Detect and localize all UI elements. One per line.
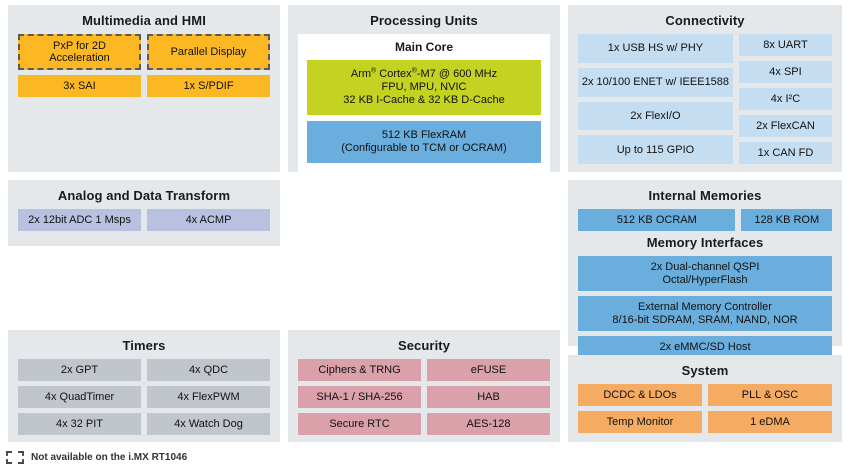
block-acmp[interactable]: 4x ACMP (147, 209, 270, 231)
connectivity-right-column: 8x UART 4x SPI 4x I²C 2x FlexCAN 1x CAN … (738, 34, 832, 164)
panel-title-security: Security (397, 338, 451, 353)
panel-system: System DCDC & LDOs PLL & OSC Temp Monito… (568, 355, 842, 442)
block-hab[interactable]: HAB (427, 386, 550, 408)
block-temp-monitor[interactable]: Temp Monitor (578, 411, 702, 433)
block-row: 3x SAI 1x S/PDIF (18, 75, 270, 97)
connectivity-left-column: 1x USB HS w/ PHY 2x 10/100 ENET w/ IEEE1… (578, 34, 733, 164)
block-dcdc-ldos[interactable]: DCDC & LDOs (578, 384, 702, 406)
panel-title-internal-memories: Internal Memories (648, 188, 762, 203)
panel-analog-and-data-transform: Analog and Data Transform 2x 12bit ADC 1… (8, 180, 280, 246)
panel-title-processing-units: Processing Units (370, 13, 478, 28)
block-qdc[interactable]: 4x QDC (147, 359, 270, 381)
panel-processing-units: Processing Units Main Core Arm® Cortex®-… (288, 5, 560, 172)
block-row: Ciphers & TRNG eFUSE (298, 359, 550, 381)
qspi-line-2: Octal/HyperFlash (662, 273, 748, 286)
block-qspi[interactable]: 2x Dual-channel QSPI Octal/HyperFlash (578, 256, 832, 291)
panel-timers: Timers 2x GPT 4x QDC 4x QuadTimer 4x Fle… (8, 330, 280, 442)
block-aes-128[interactable]: AES-128 (427, 413, 550, 435)
block-parallel-display[interactable]: Parallel Display (147, 34, 270, 70)
block-pxp-2d-acceleration[interactable]: PxP for 2D Acceleration (18, 34, 141, 70)
main-core-card: Main Core Arm® Cortex®-M7 @ 600 MHz FPU,… (298, 34, 550, 172)
block-gpio[interactable]: Up to 115 GPIO (578, 135, 733, 164)
block-flexram[interactable]: 512 KB FlexRAM (Configurable to TCM or O… (307, 121, 541, 163)
block-ocram[interactable]: 512 KB OCRAM (578, 209, 736, 231)
block-quadtimer[interactable]: 4x QuadTimer (18, 386, 141, 408)
block-flexio[interactable]: 2x FlexI/O (578, 101, 733, 131)
block-row: PxP for 2D Acceleration Parallel Display (18, 34, 270, 70)
block-row: Temp Monitor 1 eDMA (578, 411, 832, 433)
block-row: 2x 12bit ADC 1 Msps 4x ACMP (18, 209, 270, 231)
block-gpt[interactable]: 2x GPT (18, 359, 141, 381)
panel-title-system: System (681, 363, 729, 378)
block-watch-dog[interactable]: 4x Watch Dog (147, 413, 270, 435)
block-efuse[interactable]: eFUSE (427, 359, 550, 381)
panel-title-memory-interfaces: Memory Interfaces (646, 235, 764, 250)
block-row: Secure RTC AES-128 (298, 413, 550, 435)
panel-security: Security Ciphers & TRNG eFUSE SHA-1 / SH… (288, 330, 560, 442)
emc-line-1: External Memory Controller (638, 301, 772, 313)
block-i2c[interactable]: 4x I²C (738, 88, 832, 110)
block-pit[interactable]: 4x 32 PIT (18, 413, 141, 435)
block-spi[interactable]: 4x SPI (738, 61, 832, 83)
panel-title-analog: Analog and Data Transform (57, 188, 231, 203)
block-secure-rtc[interactable]: Secure RTC (298, 413, 421, 435)
block-sha[interactable]: SHA-1 / SHA-256 (298, 386, 421, 408)
block-adc[interactable]: 2x 12bit ADC 1 Msps (18, 209, 141, 231)
block-emmc-sd-host[interactable]: 2x eMMC/SD Host (578, 336, 832, 358)
panel-multimedia-and-hmi: Multimedia and HMI PxP for 2D Accelerati… (8, 5, 280, 172)
block-sai[interactable]: 3x SAI (18, 75, 141, 97)
core-line-1: Arm® Cortex®-M7 @ 600 MHz (350, 67, 498, 80)
block-row: 2x GPT 4x QDC (18, 359, 270, 381)
flexram-line-1: 512 KB FlexRAM (381, 129, 467, 141)
block-edma[interactable]: 1 eDMA (708, 411, 832, 433)
block-spdif[interactable]: 1x S/PDIF (147, 75, 270, 97)
panel-title-connectivity: Connectivity (665, 13, 745, 28)
internal-memories-row: 512 KB OCRAM 128 KB ROM (578, 209, 832, 231)
emc-line-2: 8/16-bit SDRAM, SRAM, NAND, NOR (612, 313, 798, 326)
panel-memories: Internal Memories 512 KB OCRAM 128 KB RO… (568, 180, 842, 358)
core-line-2: FPU, MPU, NVIC (381, 81, 467, 93)
block-usb-hs-phy[interactable]: 1x USB HS w/ PHY (578, 34, 733, 63)
block-flexcan[interactable]: 2x FlexCAN (738, 115, 832, 137)
block-pll-osc[interactable]: PLL & OSC (708, 384, 832, 406)
legend: Not available on the i.MX RT1046 (6, 451, 187, 464)
block-enet-ieee1588[interactable]: 2x 10/100 ENET w/ IEEE1588 (578, 67, 733, 97)
panel-title-timers: Timers (122, 338, 166, 353)
core-line-3: 32 KB I-Cache & 32 KB D-Cache (343, 94, 505, 106)
block-row: 4x QuadTimer 4x FlexPWM (18, 386, 270, 408)
dashed-box-icon (6, 451, 24, 464)
block-flexpwm[interactable]: 4x FlexPWM (147, 386, 270, 408)
block-rom[interactable]: 128 KB ROM (741, 209, 832, 231)
panel-connectivity: Connectivity 1x USB HS w/ PHY 2x 10/100 … (568, 5, 842, 172)
block-uart[interactable]: 8x UART (738, 34, 832, 56)
main-core-title: Main Core (394, 40, 453, 54)
connectivity-columns: 1x USB HS w/ PHY 2x 10/100 ENET w/ IEEE1… (578, 34, 832, 164)
block-row: 4x 32 PIT 4x Watch Dog (18, 413, 270, 435)
block-can-fd[interactable]: 1x CAN FD (738, 142, 832, 164)
legend-label: Not available on the i.MX RT1046 (31, 451, 188, 463)
block-ciphers-trng[interactable]: Ciphers & TRNG (298, 359, 421, 381)
panel-title-multimedia: Multimedia and HMI (82, 13, 206, 28)
block-row: SHA-1 / SHA-256 HAB (298, 386, 550, 408)
block-row: DCDC & LDOs PLL & OSC (578, 384, 832, 406)
block-arm-cortex-m7[interactable]: Arm® Cortex®-M7 @ 600 MHz FPU, MPU, NVIC… (307, 60, 541, 115)
block-external-memory-controller[interactable]: External Memory Controller 8/16-bit SDRA… (578, 296, 832, 331)
qspi-line-1: 2x Dual-channel QSPI (650, 261, 760, 273)
flexram-line-2: (Configurable to TCM or OCRAM) (341, 142, 507, 154)
